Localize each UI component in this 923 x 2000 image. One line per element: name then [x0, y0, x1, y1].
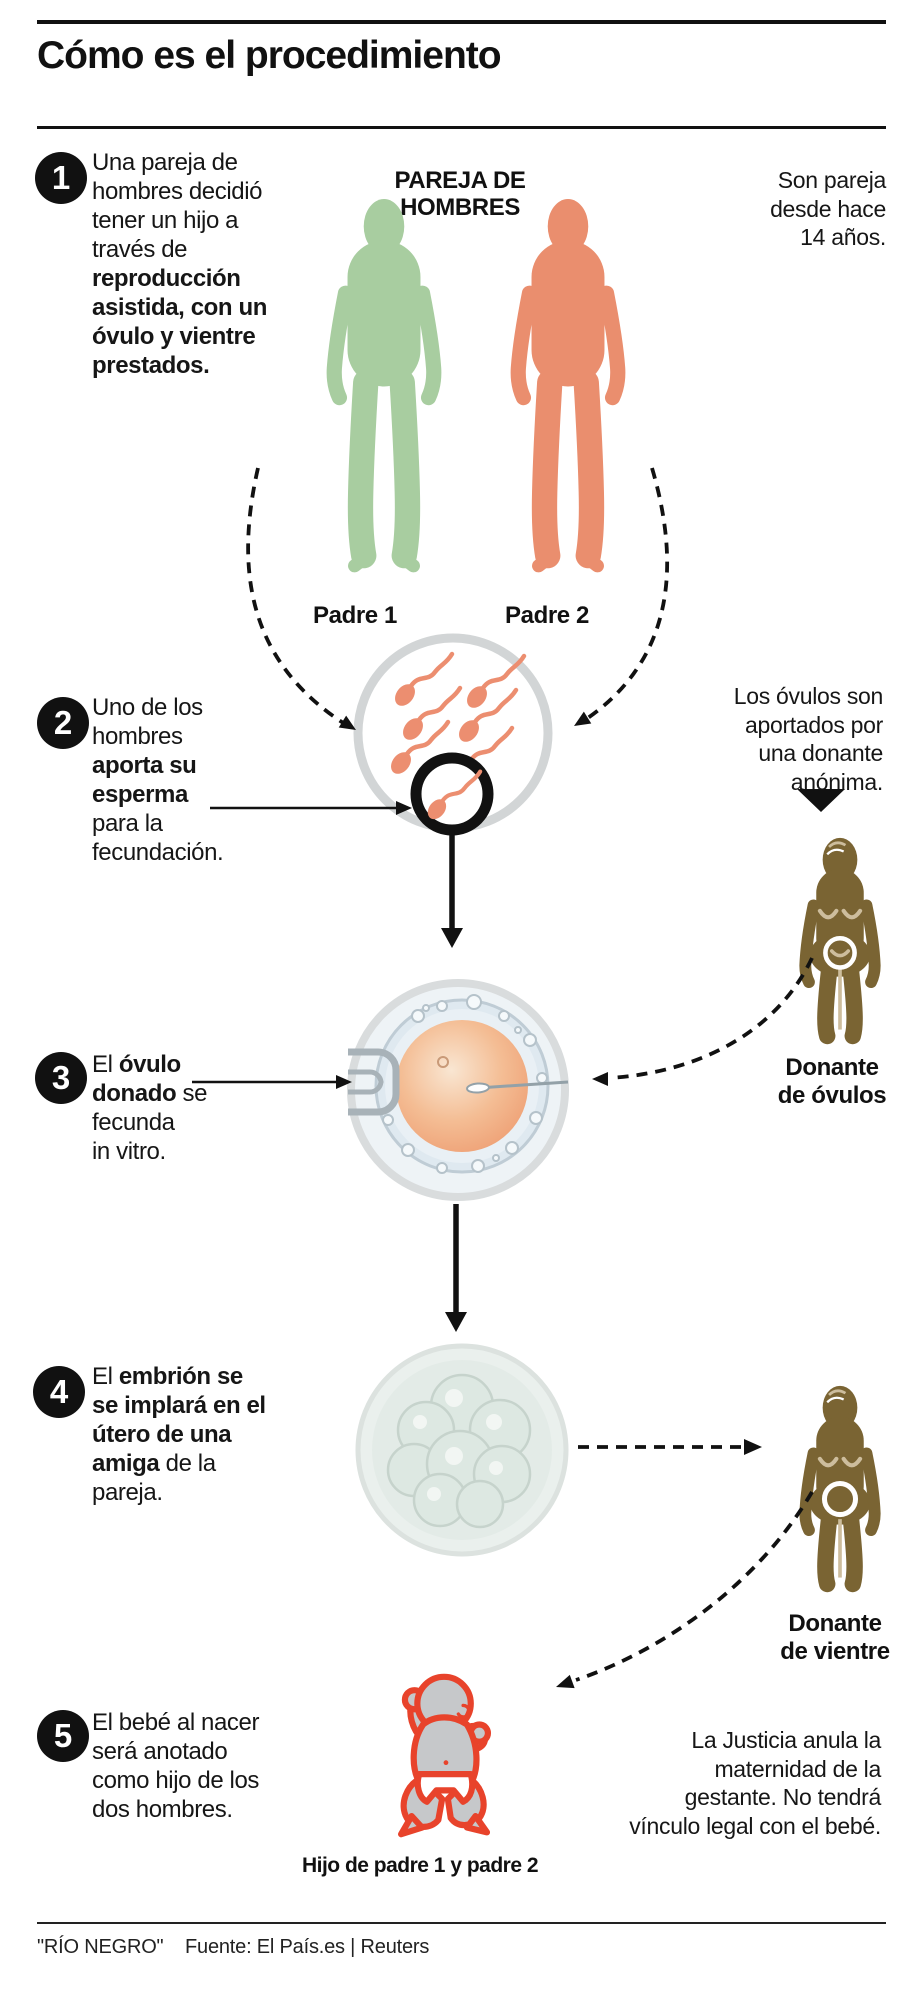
donante-vientre-figure: [799, 1385, 881, 1593]
padre1-label: Padre 1: [313, 602, 397, 629]
step-1-text: Una pareja de hombres decidió tener un h…: [92, 149, 267, 380]
son-pareja-note: Son pareja desde hace 14 años.: [770, 167, 886, 251]
padre1-figure: [326, 199, 442, 573]
step-4-text: El embrión se se implará en el útero de …: [92, 1363, 266, 1507]
uterus-circle: [823, 935, 857, 970]
face-highlight: [826, 848, 845, 856]
step-1-badge: 1: [35, 152, 87, 204]
breast-marks: [817, 1456, 863, 1468]
step-4-badge: 4: [33, 1366, 85, 1418]
arrow-down-sperm-to-invitro: [441, 830, 463, 948]
face-highlight: [826, 1396, 845, 1404]
breast-marks: [817, 908, 863, 920]
egg-cytoplasm: [396, 1020, 528, 1152]
baby-left-foot: [398, 1812, 426, 1838]
ovulos-donante-note: Los óvulos son aportados por una donante…: [733, 683, 884, 795]
donante-ovulos-label: Donante de óvulos: [777, 1054, 887, 1110]
egg-bubbles: [382, 994, 548, 1174]
step-5-text: El bebé al nacer será anotado como hijo …: [92, 1709, 260, 1824]
step-1-number: 1: [51, 159, 71, 196]
source-label: Fuente: El País.es | Reuters: [185, 1936, 430, 1958]
icsi-needle: [466, 1080, 569, 1094]
womb-circle: [821, 1481, 859, 1518]
egg-vacuole: [437, 1056, 449, 1068]
donante-vientre-label: Donante de vientre: [780, 1610, 890, 1666]
padre2-label: Padre 2: [505, 602, 589, 629]
embryo-cell-highlights: [413, 1389, 503, 1501]
baby-diaper: [414, 1771, 476, 1805]
step-2-text: Uno de los hombres aporta su esperma par…: [92, 694, 224, 867]
credit-label: "RÍO NEGRO": [37, 1936, 164, 1958]
hair-highlight: [828, 1389, 847, 1396]
step-3-number: 3: [51, 1059, 71, 1096]
dashed-arrow-embryo-to-vientre: [578, 1439, 762, 1455]
sperm-circle-ring: [353, 633, 553, 833]
step-5-badge: 5: [37, 1710, 89, 1762]
baby-figure: [398, 1673, 492, 1838]
invitro-fertilization-image: [347, 979, 569, 1201]
arrow-down-invitro-to-embryo: [445, 1204, 467, 1332]
baby-navel: [443, 1760, 449, 1766]
baby-torso: [410, 1714, 480, 1787]
page-title: Cómo es el procedimiento: [37, 34, 502, 77]
step-3-badge: 3: [35, 1052, 87, 1104]
donante-ovulos-figure: [799, 837, 881, 1045]
justicia-note: La Justicia anula la maternidad de la ge…: [629, 1727, 881, 1839]
holding-pipette: [348, 1048, 400, 1116]
hijo-label: Hijo de padre 1 y padre 2: [301, 1854, 539, 1877]
pareja-de-hombres-label: PAREJA DE HOMBRES: [394, 167, 526, 221]
baby-right-foot: [463, 1812, 491, 1836]
step-3-text: El óvulo donado se fecunda in vitro.: [92, 1051, 208, 1166]
header-rule: [37, 126, 886, 129]
footer-rule: [37, 1922, 886, 1924]
embryo-cells: [386, 1373, 532, 1529]
step-5-number: 5: [53, 1717, 73, 1754]
hair-highlight: [828, 841, 847, 848]
baby-ear: [456, 1703, 471, 1719]
embryo-image: [355, 1343, 569, 1557]
top-rule: [37, 20, 886, 24]
step-4-number: 4: [49, 1373, 69, 1410]
step-2-number: 2: [53, 704, 73, 741]
uterus-glyph: [829, 949, 851, 958]
padre2-figure: [510, 199, 626, 573]
step-2-badge: 2: [37, 697, 89, 749]
sperm-circle: [353, 633, 553, 833]
